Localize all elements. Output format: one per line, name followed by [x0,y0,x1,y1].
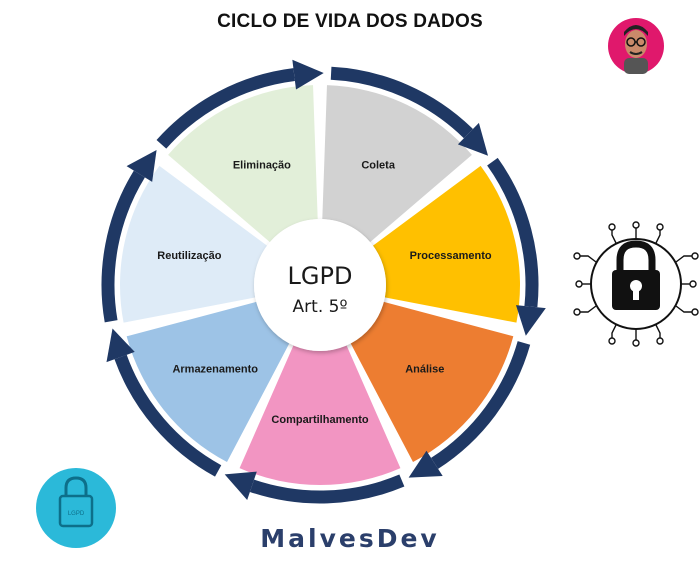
cycle-arrow-arc [330,66,473,139]
center-circle: LGPD Art. 5º [254,219,386,351]
segment-label-processamento: Processamento [410,250,492,262]
lgpd-padlock-icon: LGPD [36,468,116,548]
brand-name: MalvesDev [260,524,440,553]
segment-analise [350,301,514,463]
cycle-arrow-arc [487,157,539,308]
segment-label-reutilizacao: Reutilização [157,250,221,262]
segment-label-coleta: Coleta [361,159,396,171]
badge-label: LGPD [68,511,85,517]
center-title: LGPD [288,262,353,290]
cycle-arrowhead [224,471,257,500]
segment-processamento [373,165,520,323]
cycle-arrow-arc [114,354,222,477]
cycle-arrowhead [408,450,443,478]
segment-label-eliminacao: Eliminação [233,159,291,171]
cycle-arrowhead [457,122,489,156]
segment-eliminacao [168,85,318,243]
cycle-arrow-arc [156,68,295,149]
segment-reutilizacao [119,165,267,323]
cycle-arrowhead [106,328,135,363]
avatar [608,18,664,74]
segment-compartilhamento [239,345,401,485]
cycle-arrow-arc [101,170,145,323]
cycle-arrowhead [292,59,324,90]
segment-label-armazenamento: Armazenamento [172,364,258,376]
digital-lock-icon [573,221,699,347]
segment-coleta [322,85,472,243]
cycle-arrow-arc [249,474,405,504]
segment-label-analise: Análise [405,364,444,376]
segment-armazenamento [126,301,290,463]
cycle-arrowhead [126,149,157,182]
diagram-title: CICLO DE VIDA DOS DADOS [217,11,483,32]
cycle-arrow-arc [431,341,531,469]
center-subtitle: Art. 5º [293,297,348,317]
cycle-arrowhead [515,305,546,336]
segment-label-compartilhamento: Compartilhamento [271,414,368,426]
